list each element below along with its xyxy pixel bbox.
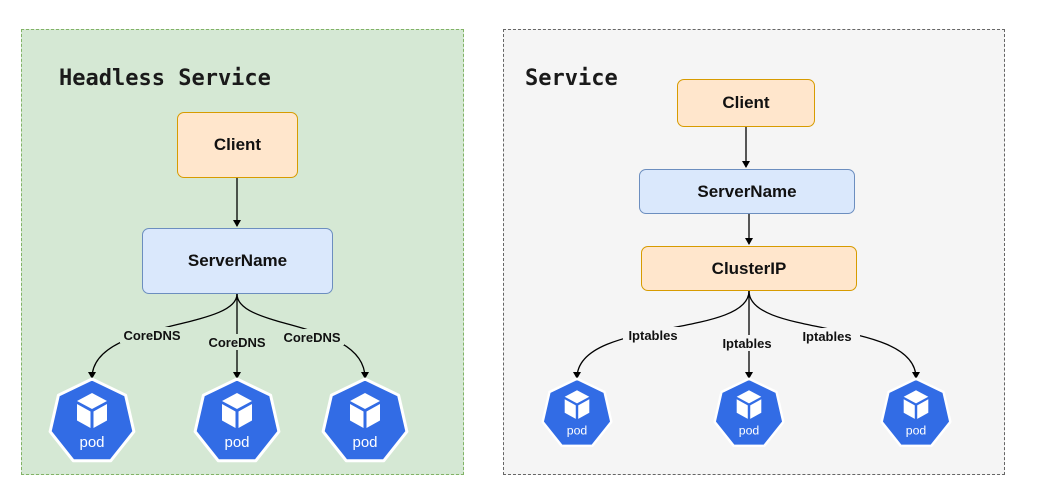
service-servername-node: ServerName xyxy=(639,169,855,214)
headless-edge-label-bg-2 xyxy=(204,334,270,350)
headless-service-title: Headless Service xyxy=(59,66,271,91)
service-edge-label-bg-3 xyxy=(794,328,860,344)
service-pod-3-label: pod xyxy=(906,424,927,438)
service-edge-label-2: Iptables xyxy=(722,336,771,351)
service-pod-1-icon: pod xyxy=(541,377,613,448)
headless-edge-label-bg-3 xyxy=(280,329,344,345)
headless-edge-label-1: CoreDNS xyxy=(123,328,180,343)
service-pod-2-label: pod xyxy=(739,424,760,438)
headless-edge-label-bg-1 xyxy=(120,327,184,343)
service-pod-3-icon: pod xyxy=(880,377,952,448)
headless-servername-node: ServerName xyxy=(142,228,333,294)
headless-pod-3-icon: pod xyxy=(321,377,409,463)
service-pod-1-label: pod xyxy=(567,424,588,438)
service-clusterip-node: ClusterIP xyxy=(641,246,857,291)
headless-pod-2-label: pod xyxy=(224,434,249,451)
headless-client-node: Client xyxy=(177,112,298,178)
service-pod-2-icon: pod xyxy=(713,377,785,448)
headless-pod-1-label: pod xyxy=(79,434,104,451)
headless-edge-label-3: CoreDNS xyxy=(283,330,340,345)
service-edge-label-bg-2 xyxy=(714,335,780,351)
service-edge-label-bg-1 xyxy=(623,327,683,343)
headless-edge-to-pod-3 xyxy=(236,293,369,379)
headless-pod-2-icon: pod xyxy=(193,377,281,463)
service-client-node: Client xyxy=(677,79,815,127)
service-title: Service xyxy=(525,66,618,91)
service-edge-label-1: Iptables xyxy=(628,328,677,343)
headless-pod-1-icon: pod xyxy=(48,377,136,463)
headless-pod-3-label: pod xyxy=(352,434,377,451)
service-edge-label-3: Iptables xyxy=(802,329,851,344)
headless-edge-label-2: CoreDNS xyxy=(208,335,265,350)
